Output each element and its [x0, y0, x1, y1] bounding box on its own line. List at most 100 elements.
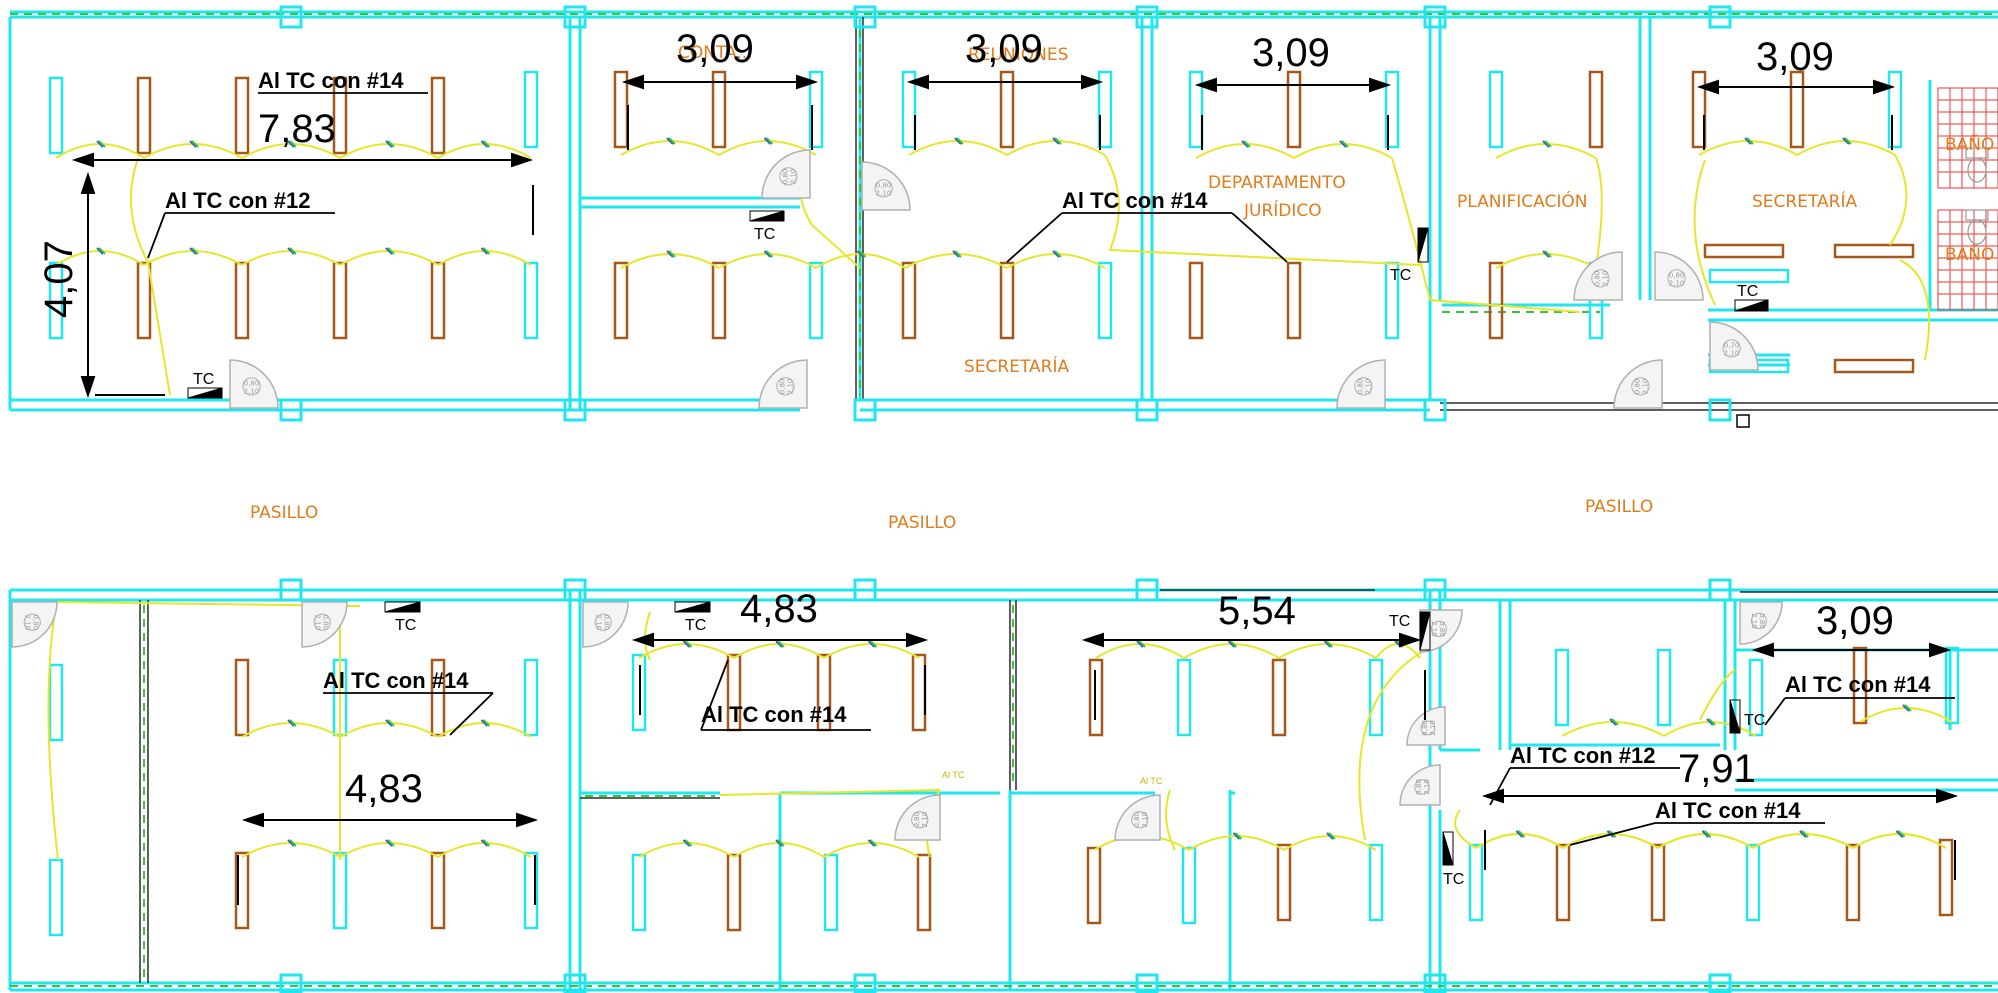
circuit-wire: [1693, 159, 1716, 306]
circuit-wire: [1495, 253, 1597, 269]
desk: [1086, 846, 1102, 925]
desk: [613, 261, 629, 340]
circuit-wire: [1006, 253, 1106, 269]
desk: [1488, 70, 1504, 149]
desk: [1286, 261, 1302, 340]
circuit-wire: [620, 140, 720, 156]
svg-text:0,80: 0,80: [913, 812, 921, 828]
desk: [1384, 70, 1400, 149]
circuit-wire: [1752, 833, 1854, 849]
desk: [1833, 243, 1915, 259]
svg-text:0,80: 0,80: [1758, 613, 1766, 629]
circuit-wire: [638, 842, 735, 858]
desk: [234, 658, 250, 737]
outlet-label: TC: [1744, 712, 1765, 729]
circuit-wire: [1859, 707, 1953, 723]
circuit-wire: [1095, 643, 1185, 659]
svg-text:0,80: 0,80: [602, 614, 610, 630]
circuit-note: Al TC con #14: [1062, 188, 1208, 213]
circuit-wire: [1358, 649, 1426, 841]
desk: [1555, 843, 1571, 922]
circuit-wire: [241, 842, 341, 858]
door: 0,802,10: [582, 601, 629, 648]
dimension-label: 3,09: [1252, 31, 1330, 75]
circuit-wire: [339, 842, 439, 858]
svg-text:2,10: 2,10: [594, 614, 602, 630]
circuit-wire: [1657, 833, 1754, 849]
circuit-wire: [1195, 143, 1295, 159]
outlet-label-small: Al TC: [1140, 776, 1163, 786]
desk: [48, 663, 64, 742]
circuit-wire: [241, 250, 341, 266]
dimension-label: 3,09: [965, 27, 1043, 71]
circuit-note: Al TC con #14: [258, 68, 404, 93]
desk: [234, 851, 250, 930]
desk: [1656, 648, 1672, 727]
circuit-wire: [1391, 157, 1581, 313]
door: 0,702,10: [1709, 321, 1759, 371]
desk: [430, 851, 446, 930]
circuit-wire: [1375, 643, 1421, 659]
walls-top: [8, 10, 1998, 412]
toilet-icon: [1965, 147, 1989, 245]
circuit-wire: [1454, 809, 1477, 849]
desk: [1088, 658, 1104, 737]
svg-text:0,70: 0,70: [1724, 341, 1740, 349]
svg-text:0,80: 0,80: [31, 614, 39, 630]
circuit-note: Al TC con #14: [1785, 672, 1931, 697]
desk: [631, 853, 647, 932]
svg-text:2,10: 2,10: [1669, 279, 1685, 287]
svg-text:2,10: 2,10: [786, 379, 794, 395]
circuit-wire: [908, 140, 1008, 156]
desk: [1188, 261, 1204, 340]
svg-text:0,80: 0,80: [1421, 720, 1429, 736]
dimension-label: 4,83: [345, 767, 423, 811]
door: 0,802,10: [1739, 601, 1783, 645]
outlet-label: TC: [754, 226, 775, 243]
circuit-wire: [823, 643, 920, 659]
corridor-label-2: PASILLO: [888, 513, 956, 533]
circuit-wire: [904, 253, 1008, 269]
circuit-wire: [55, 143, 145, 159]
room-labels: CONTA... REUNIONES DEPARTAMENTO JURÍDICO…: [250, 43, 1994, 533]
desk: [1845, 843, 1861, 922]
desk: [523, 70, 539, 149]
desk: [48, 858, 64, 937]
desk: [1286, 70, 1302, 149]
svg-text:2,10: 2,10: [876, 189, 892, 197]
circuit-wire: [1562, 833, 1659, 849]
svg-text:2,10: 2,10: [1364, 379, 1372, 395]
dimension-label: 3,09: [1756, 35, 1834, 79]
desk: [430, 76, 446, 155]
desk: [823, 853, 839, 932]
outlet-frames: [187, 210, 1769, 866]
desk: [1691, 70, 1707, 149]
outlet-label: TC: [685, 617, 706, 634]
svg-text:0,80: 0,80: [1415, 779, 1423, 795]
desk: [430, 261, 446, 340]
desk: [911, 653, 927, 732]
desk: [1368, 658, 1384, 737]
svg-text:0,80: 0,80: [1593, 271, 1601, 287]
outlet-label: TC: [395, 617, 416, 634]
desk: [808, 70, 824, 149]
desk: [136, 261, 152, 340]
outlet-label-small: Al TC: [942, 770, 965, 780]
svg-text:2,10: 2,10: [1641, 379, 1649, 395]
desk: [332, 76, 348, 155]
corridor-label-1: PASILLO: [250, 503, 318, 523]
desk: [1276, 843, 1292, 922]
room-label-departamento: DEPARTAMENTO: [1208, 173, 1346, 193]
svg-text:0,80: 0,80: [321, 614, 329, 630]
desk: [332, 851, 348, 930]
circuit-wire: [1278, 643, 1377, 659]
circuit-wire: [47, 604, 59, 861]
desk: [1097, 70, 1113, 149]
circuit-wire: [733, 643, 825, 659]
circuit-wire: [1104, 154, 1421, 266]
